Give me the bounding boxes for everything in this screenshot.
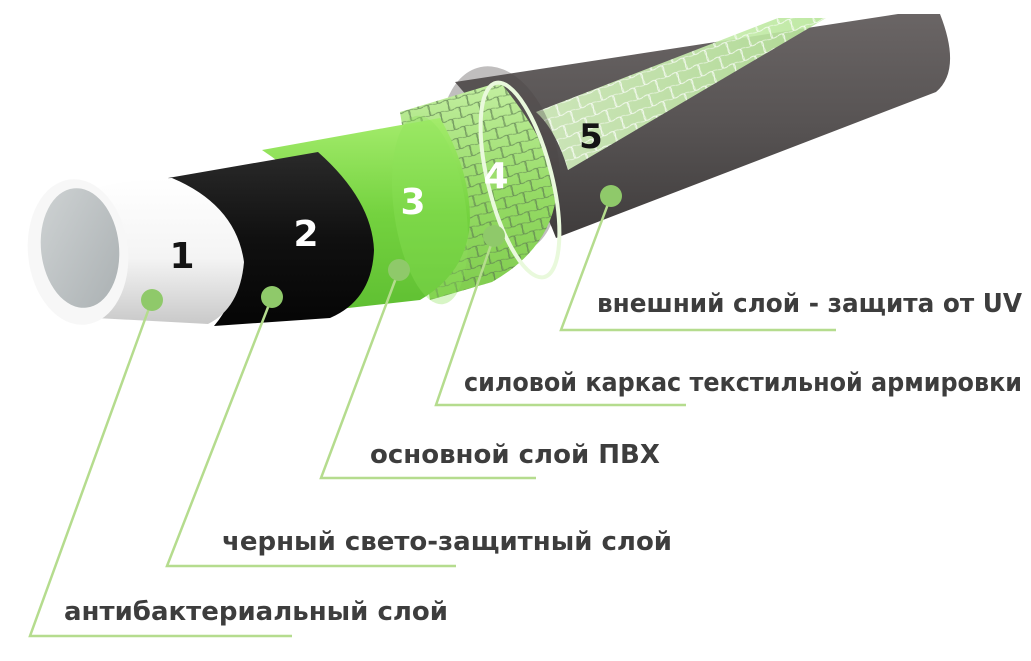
leader-dot-5 [600,185,622,207]
label-layer-1: антибактериальный слой [64,597,448,627]
layer-5-number: 5 [579,117,603,157]
leader-line-1 [30,300,292,636]
leader-dot-2 [261,286,283,308]
label-layer-2: черный свето-защитный слой [222,527,672,557]
label-layer-5: внешний слой - защита от UV [597,289,1022,319]
layer-1-number: 1 [169,236,194,277]
label-layer-3: основной слой ПВХ [370,440,660,470]
leader-line-2 [167,297,456,566]
layer-2-number: 2 [293,214,318,255]
leader-dot-3 [388,259,410,281]
leader-dot-4 [483,225,505,247]
label-layer-4: силовой каркас текстильной армировки [464,368,1022,398]
leader-dot-1 [141,289,163,311]
layer-4-number: 4 [483,156,508,197]
layer-3-number: 3 [400,182,425,223]
